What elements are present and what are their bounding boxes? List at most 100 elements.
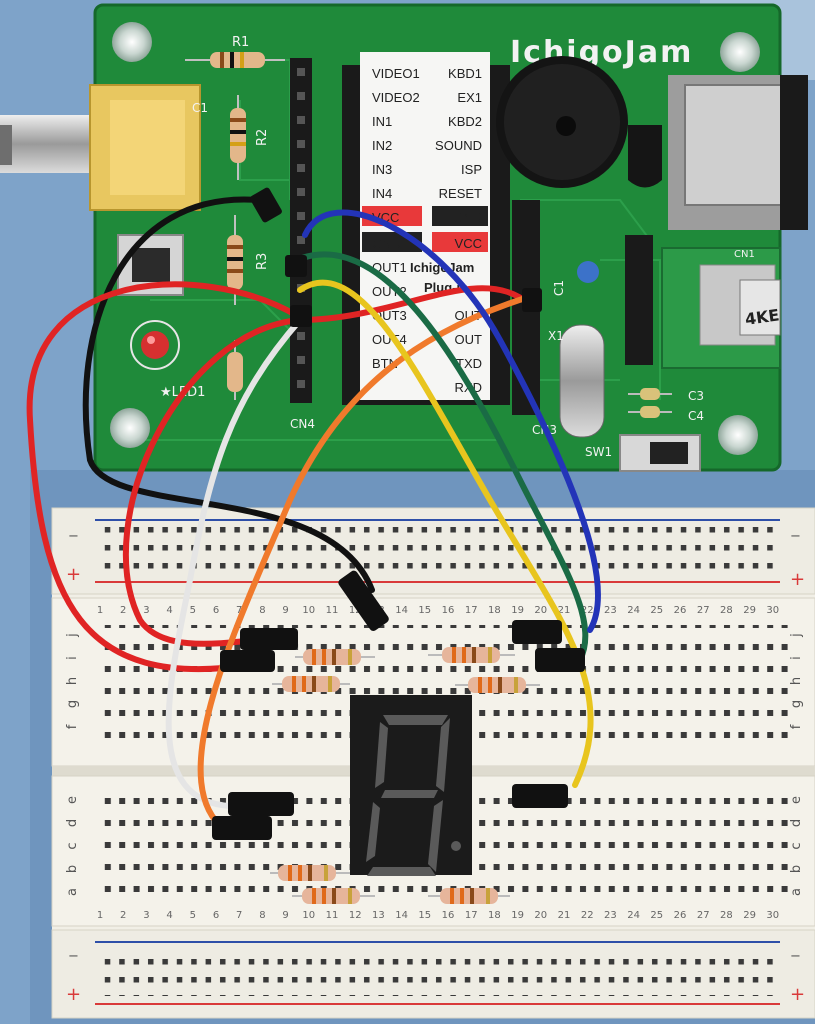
svg-text:VCC: VCC xyxy=(455,236,482,251)
rail-minus-bottom-right: − xyxy=(790,949,801,964)
svg-text:VIDEO2: VIDEO2 xyxy=(372,90,420,105)
row-letter: i xyxy=(65,656,80,660)
row-letter: i xyxy=(789,656,804,660)
wire-green xyxy=(289,251,589,663)
ic-socket xyxy=(342,52,510,405)
label-c1: C1 xyxy=(192,101,208,115)
row-letter: d xyxy=(65,819,80,827)
row-letter: h xyxy=(65,677,80,685)
column-number: 5 xyxy=(190,910,196,921)
svg-text:EX1: EX1 xyxy=(457,90,482,105)
mount-hole-br xyxy=(718,415,758,455)
led1 xyxy=(130,320,180,370)
ichigojam-pcb: IchigoJam C1 R1 R2 xyxy=(0,3,808,472)
column-number: 21 xyxy=(558,910,571,921)
row-letter: j xyxy=(65,633,80,638)
column-number: 19 xyxy=(511,605,524,616)
rail-plus-top-left: + xyxy=(66,564,81,585)
column-number: 3 xyxy=(143,910,149,921)
svg-text:VIDEO1: VIDEO1 xyxy=(372,66,420,81)
label-4ke: 4KE xyxy=(744,305,781,329)
reset-pushbutton[interactable] xyxy=(117,234,184,296)
usb-connector[interactable] xyxy=(668,75,808,230)
column-number: 5 xyxy=(190,605,196,616)
column-number: 4 xyxy=(166,910,172,921)
column-number: 15 xyxy=(418,605,431,616)
seven-segment-display xyxy=(350,695,472,876)
column-number: 2 xyxy=(120,605,126,616)
mount-hole-tr xyxy=(720,32,760,72)
column-number: 11 xyxy=(326,605,339,616)
svg-text:IN3: IN3 xyxy=(372,162,392,177)
column-number: 25 xyxy=(650,605,663,616)
svg-text:ISP: ISP xyxy=(461,162,482,177)
column-number: 23 xyxy=(604,605,617,616)
mount-hole-bl xyxy=(110,408,150,448)
usb-subboard xyxy=(661,247,781,369)
svg-text:GND: GND xyxy=(453,210,482,225)
svg-text:TXD: TXD xyxy=(456,356,482,371)
wire-orange xyxy=(197,292,538,833)
column-number: 7 xyxy=(236,910,242,921)
label-c1b: C1 xyxy=(552,280,566,296)
column-number: 26 xyxy=(674,910,687,921)
row-letter: j xyxy=(789,633,804,638)
row-letter: e xyxy=(65,796,80,804)
label-cn4: CN4 xyxy=(290,417,315,431)
svg-text:KBD1: KBD1 xyxy=(448,66,482,81)
column-number: 29 xyxy=(743,910,756,921)
column-number: 21 xyxy=(558,605,571,616)
svg-text:SOUND: SOUND xyxy=(435,138,482,153)
bb-resistor xyxy=(428,647,515,663)
label-r1: R1 xyxy=(232,35,249,50)
column-number: 23 xyxy=(604,910,617,921)
wire-red xyxy=(26,281,299,672)
header-cn1 xyxy=(625,235,653,365)
row-letter: e xyxy=(789,796,804,804)
column-number: 13 xyxy=(372,910,385,921)
column-number: 18 xyxy=(488,605,501,616)
row-letter: f xyxy=(789,724,804,729)
bb-resistor xyxy=(270,865,350,881)
column-number: 3 xyxy=(143,605,149,616)
column-number: 27 xyxy=(697,910,710,921)
column-number: 1 xyxy=(97,605,103,616)
bb-resistor xyxy=(272,676,350,692)
column-number: 14 xyxy=(395,910,408,921)
label-sw1: SW1 xyxy=(585,445,612,459)
column-number: 16 xyxy=(442,605,455,616)
rail-plus-bottom-right: + xyxy=(790,984,805,1005)
column-number: 11 xyxy=(326,910,339,921)
column-number: 22 xyxy=(581,605,594,616)
row-letter: h xyxy=(789,677,804,685)
column-number: 16 xyxy=(442,910,455,921)
column-number: 19 xyxy=(511,910,524,921)
column-number: 28 xyxy=(720,605,733,616)
column-number: 30 xyxy=(766,910,779,921)
column-number: 4 xyxy=(166,605,172,616)
svg-text:OUT1: OUT1 xyxy=(372,260,407,275)
column-number: 28 xyxy=(720,910,733,921)
row-letter: g xyxy=(65,700,80,708)
column-number: 8 xyxy=(259,605,265,616)
column-number: 24 xyxy=(627,605,640,616)
rail-minus-bottom-left: − xyxy=(68,949,79,964)
column-number: 10 xyxy=(302,910,315,921)
column-number: 12 xyxy=(349,605,362,616)
rail-minus-top-right: − xyxy=(790,529,801,544)
column-number: 20 xyxy=(534,910,547,921)
svg-text:IN1: IN1 xyxy=(372,114,392,129)
power-switch-sw1[interactable] xyxy=(619,434,701,472)
rca-video-jack[interactable] xyxy=(0,84,201,211)
rail-plus-bottom-left: + xyxy=(66,984,81,1005)
row-letter: b xyxy=(65,865,80,873)
column-number: 25 xyxy=(650,910,663,921)
resistor-r2 xyxy=(230,95,246,180)
row-letter: f xyxy=(65,724,80,729)
column-number: 27 xyxy=(697,605,710,616)
column-number: 26 xyxy=(674,605,687,616)
label-c4: C4 xyxy=(688,409,704,423)
row-letter: a xyxy=(789,888,804,896)
